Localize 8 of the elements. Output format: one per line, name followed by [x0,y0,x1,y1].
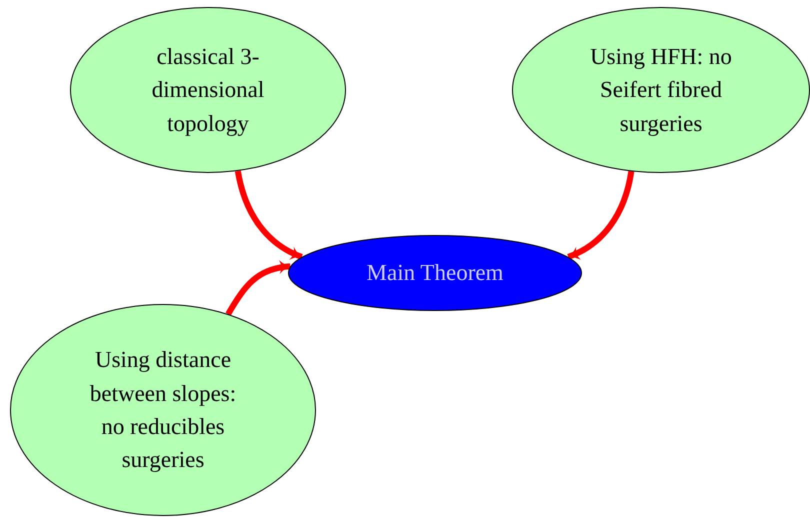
topic-label: Using HFH: no Seifert fibred surgeries [589,42,733,138]
topic-ellipse [70,7,346,173]
topic-ellipse [512,7,810,173]
topic-ellipse [10,304,316,516]
topic-label: classical 3-dimensional topology [150,42,266,138]
theorem-ellipse [288,235,582,311]
topic-label: Using distance between slopes: no reducibles surgeries [88,346,238,474]
theorem-label: Main Theorem [366,259,504,288]
